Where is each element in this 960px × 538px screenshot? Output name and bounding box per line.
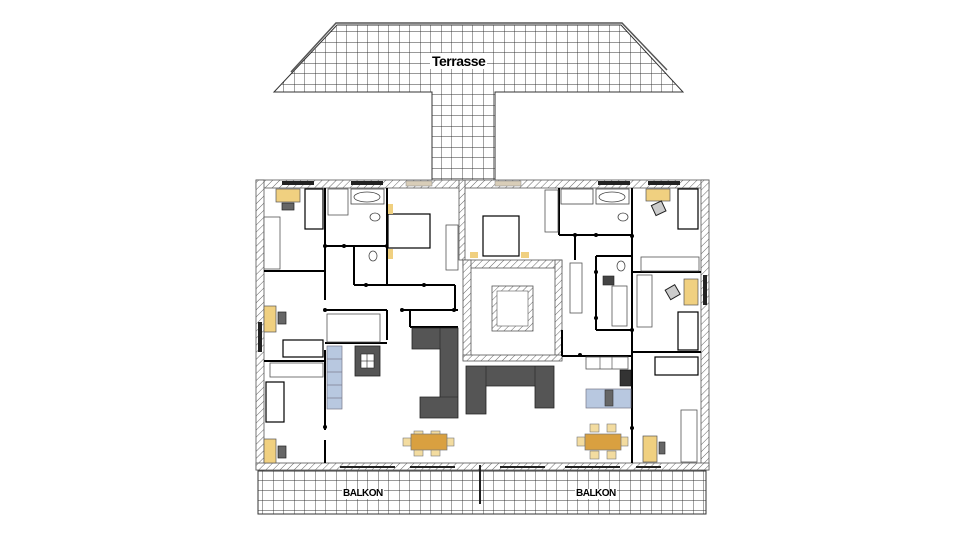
left-office-furniture: [263, 305, 324, 464]
left-bedroom-furniture: [263, 188, 324, 270]
left-dining-table: [402, 430, 455, 457]
left-bathroom: [327, 188, 385, 262]
interior-walls-left: [264, 188, 458, 463]
terrace: [272, 22, 685, 181]
left-sofa: [411, 327, 459, 419]
left-master-bedroom: [387, 204, 459, 271]
central-core: [462, 215, 563, 362]
right-office-furniture: [636, 188, 700, 463]
right-kitchen: [585, 356, 632, 409]
right-dining-table: [576, 423, 629, 460]
balcony-right-label: BALKON: [575, 488, 617, 499]
terrace-label: Terrasse: [430, 53, 488, 69]
balconies: [257, 465, 707, 515]
right-bathroom: [544, 188, 630, 327]
left-kitchen: [326, 313, 381, 410]
balcony-left-label: BALKON: [342, 488, 384, 499]
right-sofa: [465, 365, 555, 415]
windows: [258, 181, 707, 468]
